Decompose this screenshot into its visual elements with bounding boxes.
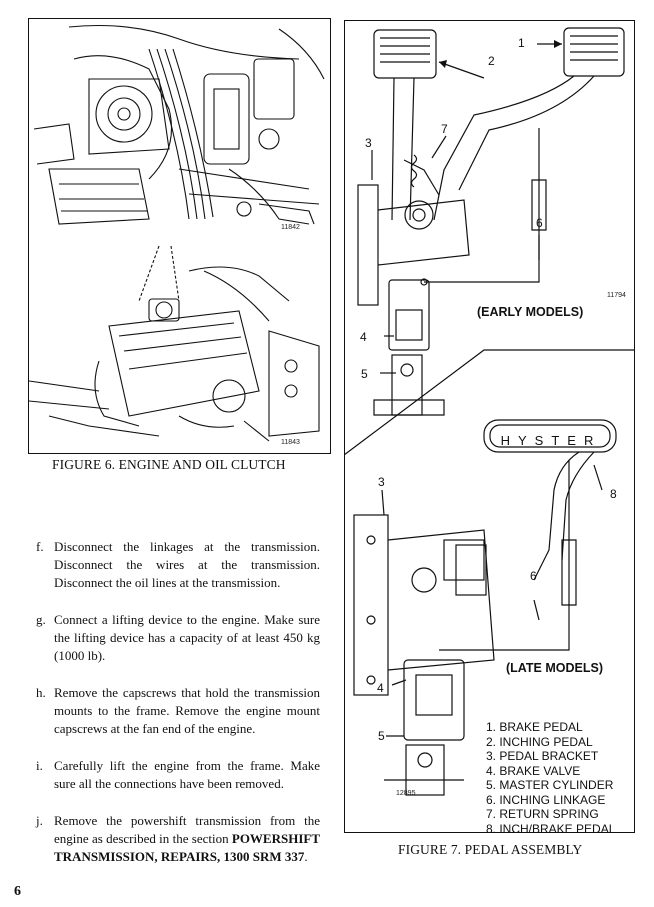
late-models-label: (LATE MODELS)	[506, 661, 603, 675]
figure-number-11794: 11794	[607, 292, 626, 299]
pedal-brand-text: HYSTER	[500, 433, 602, 448]
callout-late-brake-valve: 4	[377, 681, 384, 695]
parts-legend: 1. BRAKE PEDAL 2. INCHING PEDAL 3. PEDAL…	[486, 720, 615, 836]
callout-inching-pedal: 2	[488, 54, 495, 68]
step-j: j. Remove the powershift transmission fr…	[36, 812, 320, 866]
engine-hoist-drawing	[29, 245, 320, 442]
step-letter: i.	[36, 758, 43, 773]
legend-item: 3. PEDAL BRACKET	[486, 749, 599, 763]
callout-return-spring: 7	[441, 122, 448, 136]
engine-top-drawing	[33, 24, 325, 225]
legend-item: 6. INCHING LINKAGE	[486, 792, 606, 807]
section-reference: POWERSHIFT TRANSMISSION, REPAIRS, 1300 S…	[54, 831, 320, 864]
step-letter: j.	[36, 813, 43, 828]
step-text: Disconnect the linkages at the transmiss…	[54, 539, 320, 590]
step-letter: h.	[36, 685, 46, 700]
step-f: f. Disconnect the linkages at the transm…	[36, 538, 320, 592]
step-text: Connect a lifting device to the engine. …	[54, 612, 320, 663]
callout-master-cylinder: 5	[361, 367, 368, 381]
callout-late-inching-linkage: 6	[530, 569, 537, 583]
step-i: i. Carefully lift the engine from the fr…	[36, 757, 320, 793]
step-h: h. Remove the capscrews that hold the tr…	[36, 684, 320, 738]
figure-6-frame: 11842 11843	[28, 18, 331, 454]
callout-brake-valve: 4	[360, 330, 367, 344]
pedal-assembly-drawing	[344, 27, 635, 796]
callout-inching-linkage: 6	[536, 216, 543, 230]
figure-6-caption: FIGURE 6. ENGINE AND OIL CLUTCH	[52, 457, 286, 472]
procedure-steps: f. Disconnect the linkages at the transm…	[36, 538, 320, 885]
callout-late-master-cylinder: 5	[378, 729, 385, 743]
step-text: Remove the capscrews that hold the trans…	[54, 685, 320, 736]
legend-item: 2. INCHING PEDAL	[486, 734, 593, 749]
callout-brake-pedal: 1	[518, 36, 525, 50]
step-text: Remove the powershift transmission from …	[54, 812, 320, 866]
callout-inch-brake-pedal: 8	[610, 487, 617, 501]
step-letter: f.	[36, 539, 44, 554]
figure-number-11842: 11842	[281, 224, 300, 231]
page-number: 6	[14, 884, 21, 899]
legend-item: 5. MASTER CYLINDER	[486, 778, 614, 792]
legend-item: 8. INCH/BRAKE PEDAL	[486, 821, 616, 836]
step-text-part: .	[304, 849, 308, 864]
figure-7-caption: FIGURE 7. PEDAL ASSEMBLY	[398, 842, 583, 857]
early-models-label: (EARLY MODELS)	[477, 305, 584, 319]
step-text-part: Remove the powershift transmission from …	[54, 813, 320, 846]
step-letter: g.	[36, 612, 46, 627]
figure-number-11843: 11843	[281, 439, 300, 446]
legend-item: 7. RETURN SPRING	[486, 807, 599, 821]
step-g: g. Connect a lifting device to the engin…	[36, 611, 320, 665]
callout-pedal-bracket: 3	[365, 136, 372, 150]
step-text: Carefully lift the engine from the frame…	[54, 758, 320, 791]
legend-item: 4. BRAKE VALVE	[486, 763, 581, 778]
figure-number-12895: 12895	[396, 790, 416, 797]
callout-late-pedal-bracket: 3	[378, 475, 385, 489]
legend-item: 1. BRAKE PEDAL	[486, 720, 583, 734]
